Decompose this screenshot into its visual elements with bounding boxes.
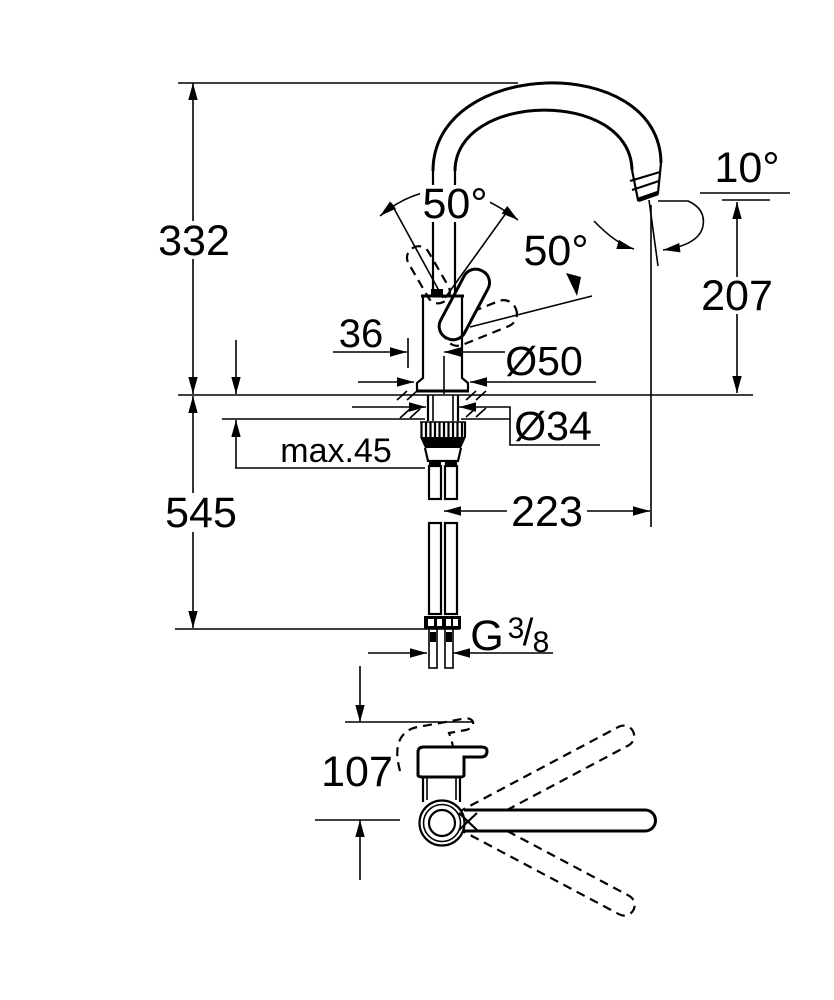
spout-top-view (464, 808, 657, 833)
lever-angle-right-leg (444, 208, 510, 299)
lever-down-angle-leg (469, 295, 593, 328)
hose-connector-right (445, 461, 457, 466)
lever-up-position-dashed (405, 245, 451, 305)
outlet-face (637, 190, 659, 203)
hose-connector-left (429, 461, 441, 466)
spout-inner-arc (453, 108, 634, 172)
body-neck-top-view (421, 777, 462, 802)
dim-outlet-angle-label: 10° (714, 144, 779, 192)
thread-numerator: 3 (508, 612, 525, 645)
dim-lever-angle-up-label: 50° (422, 180, 487, 228)
nut-knurl-stripes (420, 422, 467, 437)
fitting-facets (428, 619, 458, 626)
label-backgrounds (156, 185, 775, 532)
faucet-front-view (396, 81, 663, 669)
lever-top-view-solid (416, 745, 489, 779)
dim-base-diameter-label: Ø50 (505, 338, 583, 384)
thread-pipe-left (428, 628, 438, 669)
dim-spout-reach-label: 223 (511, 488, 583, 536)
outlet-angle-arc-left (593, 220, 635, 250)
swivel-base-inner-circle (427, 808, 457, 838)
nut-band (420, 437, 466, 448)
pipe-thread-mark-right (446, 632, 452, 642)
dim-shank-diameter-label: Ø34 (514, 403, 592, 449)
swivel-base-mid-circle (422, 803, 462, 843)
dim-max-deck-thickness-label: max.45 (280, 432, 392, 470)
dim-lever-reach-label: 107 (321, 748, 393, 796)
lever-top-view-dashed (396, 717, 475, 772)
spout-swivel-dashed-up (456, 724, 636, 833)
lever-pivot-block (431, 289, 443, 295)
lever-solid (437, 267, 492, 342)
dim-lever-offset-label: 36 (339, 312, 384, 356)
shank-outer-edges (426, 395, 460, 421)
shank-inner-edges (432, 395, 454, 421)
faucet-top-view (396, 717, 657, 917)
dim-overall-height-label: 332 (158, 217, 230, 265)
spout-swivel-dashed-down (457, 808, 636, 917)
thread-size-label: G 3 / 8 (470, 612, 549, 660)
spout-outer-arc (431, 81, 663, 172)
dim-d34-leader (459, 402, 600, 446)
outlet-angle-arc-right (658, 200, 705, 253)
pivot-cross-marker (458, 812, 478, 831)
lever-down-angle-arrow (566, 273, 581, 296)
body-neck-inner-lines (426, 777, 457, 800)
counter-hatch-ticks (396, 390, 487, 419)
dim-outlet-height-label: 207 (701, 272, 773, 320)
thread-letter: G (470, 612, 503, 660)
dim-lever-angle-down-label: 50° (523, 227, 588, 275)
dimension-labels: 332 545 207 223 50° 50° 10° 36 Ø50 Ø34 m… (158, 144, 779, 796)
stream-tilted-line (648, 199, 659, 267)
thread-denominator: 8 (533, 626, 550, 659)
body-sides (415, 296, 470, 390)
aerator-band-lines (629, 170, 661, 192)
thread-fraction-slash: / (523, 612, 534, 654)
pipe-thread-mark-left (430, 632, 436, 642)
dim-height-below-deck-label: 545 (165, 489, 237, 537)
nut-neck (423, 447, 463, 463)
supply-hoses (427, 464, 459, 616)
